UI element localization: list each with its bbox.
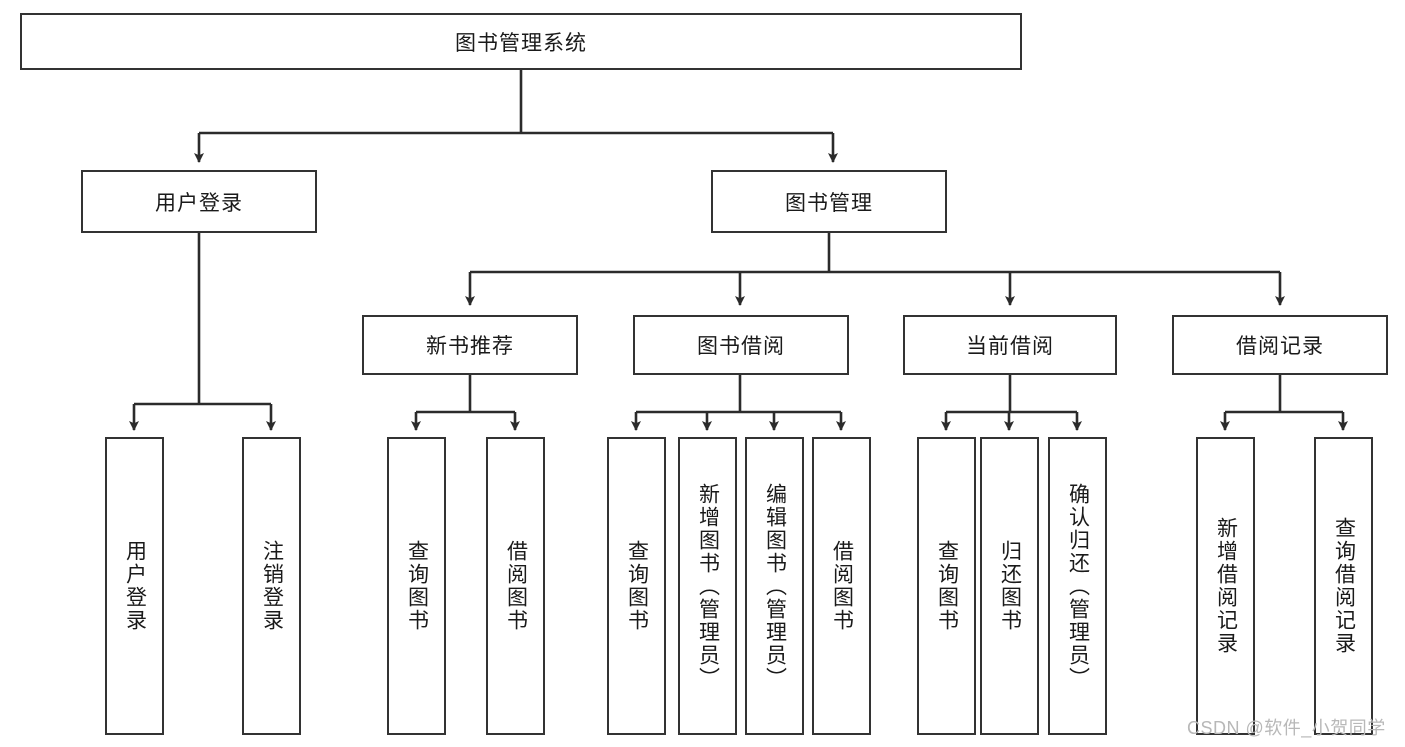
node-root-system[interactable]: 图书管理系统: [20, 13, 1022, 70]
node-leaf-query-borrow-record[interactable]: 查询借阅记录: [1314, 437, 1373, 735]
node-label: 新增借阅记录: [1214, 517, 1238, 655]
node-label: 查询图书: [405, 540, 429, 632]
node-new-book-recommend[interactable]: 新书推荐: [362, 315, 578, 375]
node-label: 注销登录: [260, 540, 284, 632]
node-leaf-user-login[interactable]: 用户登录: [105, 437, 164, 735]
node-label: 查询图书: [935, 540, 959, 632]
node-current-borrow[interactable]: 当前借阅: [903, 315, 1117, 375]
node-leaf-query-book-borrow[interactable]: 查询图书: [607, 437, 666, 735]
node-label: 查询借阅记录: [1332, 517, 1356, 655]
node-leaf-user-logout[interactable]: 注销登录: [242, 437, 301, 735]
node-leaf-query-book-recommend[interactable]: 查询图书: [387, 437, 446, 735]
node-label: 编辑图书（管理员）: [763, 482, 787, 690]
node-book-borrow[interactable]: 图书借阅: [633, 315, 849, 375]
node-book-management[interactable]: 图书管理: [711, 170, 947, 233]
node-label: 图书借阅: [697, 335, 785, 358]
node-label: 当前借阅: [966, 335, 1054, 358]
node-leaf-add-borrow-record[interactable]: 新增借阅记录: [1196, 437, 1255, 735]
node-label: 图书管理系统: [455, 31, 587, 55]
node-label: 用户登录: [155, 191, 243, 215]
node-leaf-edit-book-admin[interactable]: 编辑图书（管理员）: [745, 437, 804, 735]
node-label: 借阅记录: [1236, 335, 1324, 358]
node-label: 图书管理: [785, 191, 873, 215]
node-leaf-query-book-current[interactable]: 查询图书: [917, 437, 976, 735]
node-label: 确认归还（管理员）: [1066, 482, 1090, 690]
node-leaf-add-book-admin[interactable]: 新增图书（管理员）: [678, 437, 737, 735]
node-leaf-borrow-book-recommend[interactable]: 借阅图书: [486, 437, 545, 735]
node-leaf-return-book[interactable]: 归还图书: [980, 437, 1039, 735]
node-label: 借阅图书: [830, 540, 854, 632]
node-user-login[interactable]: 用户登录: [81, 170, 317, 233]
node-leaf-borrow-book[interactable]: 借阅图书: [812, 437, 871, 735]
node-label: 新书推荐: [426, 335, 514, 358]
node-leaf-confirm-return-admin[interactable]: 确认归还（管理员）: [1048, 437, 1107, 735]
node-label: 借阅图书: [504, 540, 528, 632]
node-borrow-record[interactable]: 借阅记录: [1172, 315, 1388, 375]
node-label: 查询图书: [625, 540, 649, 632]
node-label: 归还图书: [998, 540, 1022, 632]
watermark-text: CSDN @软件_小贺同学: [1187, 718, 1386, 738]
node-label: 新增图书（管理员）: [696, 482, 720, 690]
node-label: 用户登录: [123, 540, 147, 632]
